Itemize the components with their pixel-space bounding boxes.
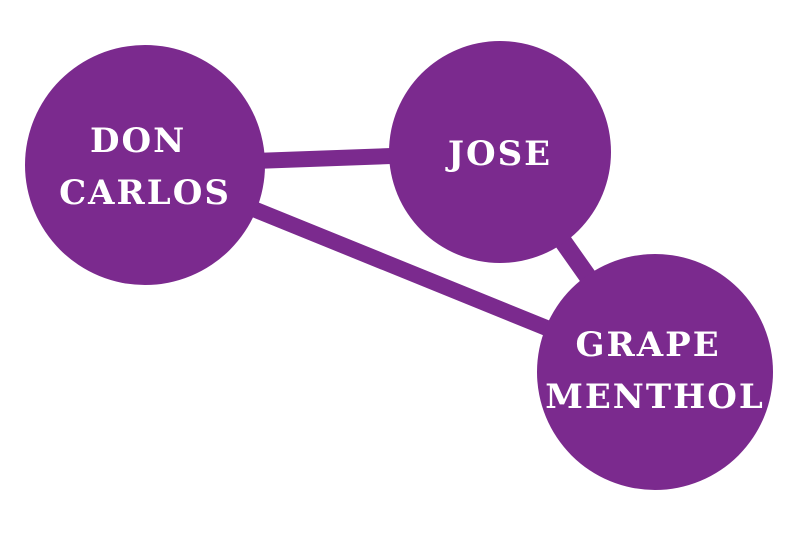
node-label: DON CARLOS xyxy=(59,121,231,213)
nodes: DON CARLOS JOSE GRAPE MENTHOL xyxy=(25,41,773,490)
node-circle xyxy=(537,254,773,490)
node-don-carlos: DON CARLOS xyxy=(25,45,265,285)
node-label-line: CARLOS xyxy=(59,173,231,213)
node-label-line: MENTHOL xyxy=(545,377,765,417)
node-label: JOSE xyxy=(445,134,552,174)
node-label-line: GRAPE xyxy=(576,325,721,365)
node-label: GRAPE MENTHOL xyxy=(545,325,765,417)
node-jose: JOSE xyxy=(389,41,611,263)
node-circle xyxy=(25,45,265,285)
node-label-line: JOSE xyxy=(445,134,552,174)
node-grape-menthol: GRAPE MENTHOL xyxy=(537,254,773,490)
node-circle xyxy=(389,41,611,263)
node-label-line: DON xyxy=(90,121,186,161)
